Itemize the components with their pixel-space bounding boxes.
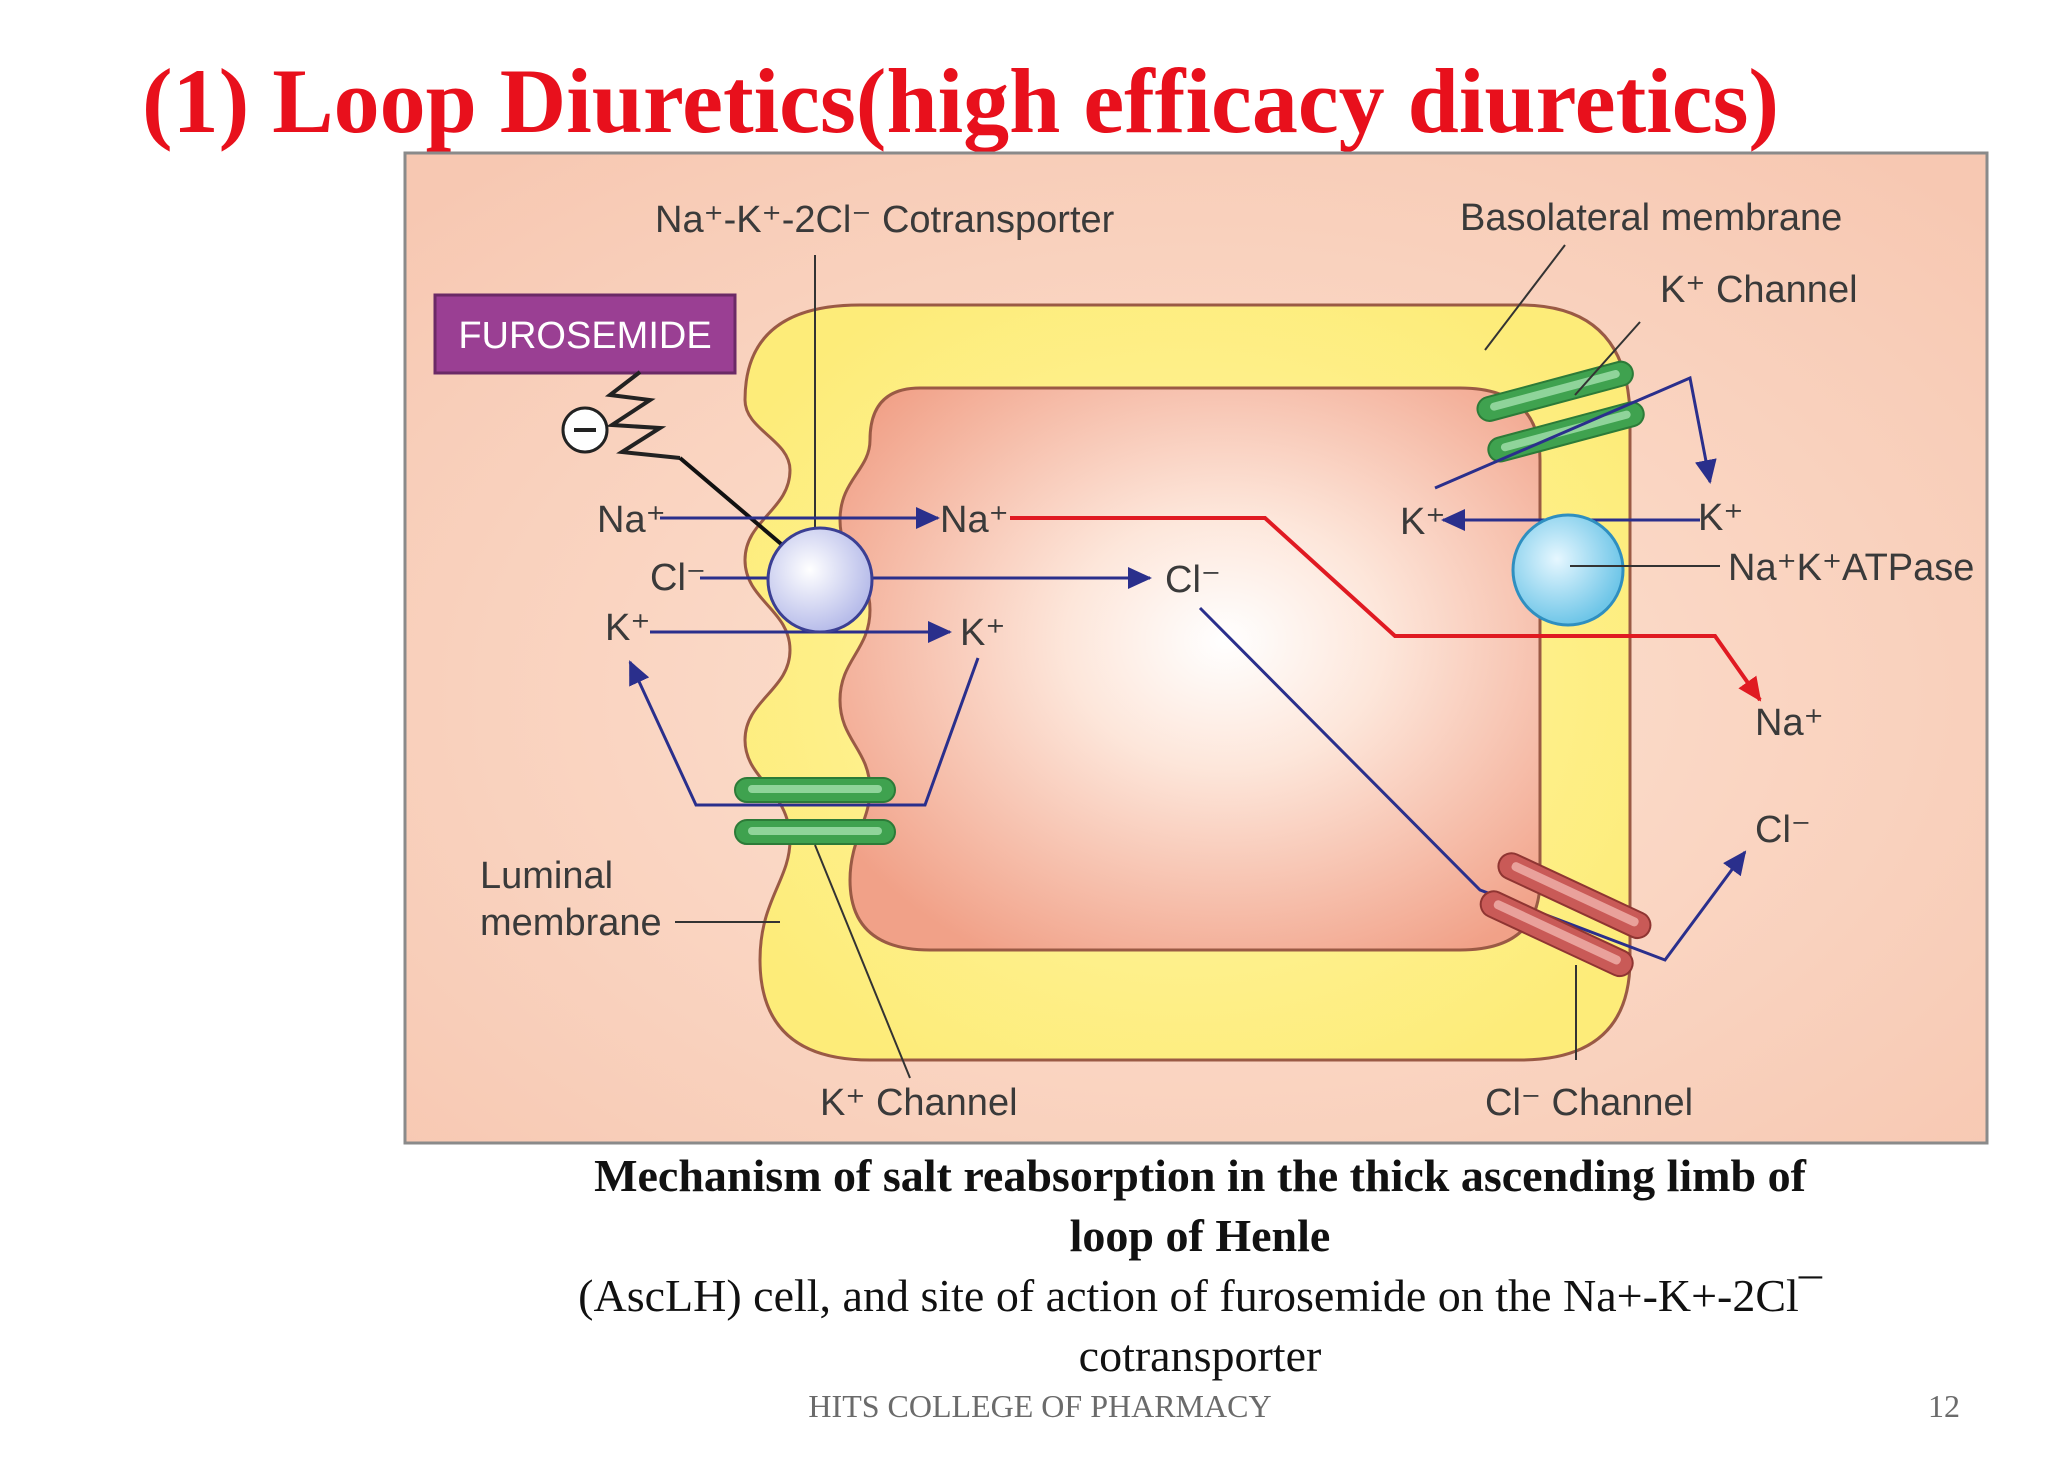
cl-channel-bottom-label: Cl⁻ Channel (1485, 1082, 1693, 1124)
basolateral-label: Basolateral membrane (1460, 197, 1842, 239)
atpase-label: Na⁺K⁺ATPase (1728, 547, 1974, 589)
k-lumen-label: K⁺ (605, 607, 650, 649)
k-channel-top-label: K⁺ Channel (1660, 269, 1858, 311)
k-blood-label: K⁺ (1698, 497, 1743, 539)
drug-action-arrow (678, 456, 802, 562)
caption-line-2: loop of Henle (1069, 1210, 1331, 1261)
cotransporter-label: Na⁺-K⁺-2Cl⁻ Cotransporter (655, 199, 1115, 241)
k-channel-bottom-label: K⁺ Channel (820, 1082, 1018, 1124)
k-recycle-path (628, 657, 980, 807)
cl-transport-path (1198, 606, 1747, 962)
na-lumen-label: Na⁺ (597, 499, 666, 541)
na-blood-label: Na⁺ (1755, 702, 1824, 744)
cl-blood-label: Cl⁻ (1755, 809, 1811, 851)
inhibition-zigzag (604, 370, 681, 460)
figure-caption-bold: Mechanism of salt reabsorption in the th… (420, 1146, 1980, 1266)
caption-line-1: Mechanism of salt reabsorption in the th… (594, 1150, 1806, 1201)
k-cell-right-label: K⁺ (1400, 501, 1445, 543)
basolateral-k-path (1434, 375, 1717, 490)
cl-cell-label: Cl⁻ (1165, 559, 1221, 601)
cl-channel (1479, 852, 1652, 978)
caption-line-3: (AscLH) cell, and site of action of furo… (578, 1270, 1822, 1321)
na-transport-path (1010, 516, 1762, 702)
cell-interior (838, 386, 1542, 952)
cl-lumen-label: Cl⁻ (650, 557, 706, 599)
luminal-label-1: Luminal (480, 855, 613, 897)
k-cell-label: K⁺ (960, 612, 1005, 654)
figure-caption: (AscLH) cell, and site of action of furo… (420, 1266, 1980, 1386)
slide-footer: HITS COLLEGE OF PHARMACY (808, 1388, 1272, 1424)
luminal-label-2: membrane (480, 902, 662, 944)
na-cell-label: Na⁺ (940, 499, 1009, 541)
caption-line-4: cotransporter (1078, 1330, 1322, 1381)
furosemide-box (433, 293, 737, 375)
cotransporter-sphere (766, 526, 874, 634)
page-number: 12 (1928, 1388, 1960, 1424)
atpase-sphere (1511, 513, 1625, 627)
slide-title: (1) Loop Diuretics(high efficacy diureti… (142, 50, 1780, 152)
furosemide-label: FUROSEMIDE (458, 315, 711, 357)
